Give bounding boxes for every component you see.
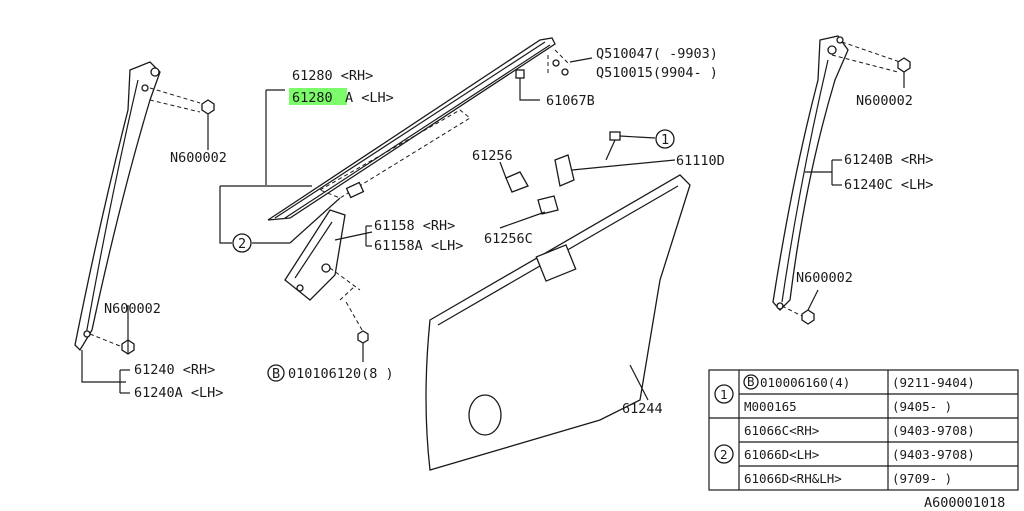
label-61256c: 61256C	[484, 231, 533, 247]
table-row-5-part: 61066D<RH&LH>	[744, 471, 842, 486]
label-61240b: 61240B <RH>	[844, 152, 933, 168]
left-nut-top	[149, 87, 215, 115]
reference-table: 1 2 B 010006160(4) (9211-9404) M000165 (…	[708, 369, 1019, 491]
table-row-3-range: (9403-9708)	[892, 423, 975, 438]
label-61280a-code: 61280	[292, 90, 333, 106]
label-010106120: 010106120(8 )	[288, 366, 394, 382]
table-row-2-part: M000165	[744, 399, 797, 414]
table-row-4-range: (9403-9708)	[892, 447, 975, 462]
b-marker-circle	[267, 364, 285, 382]
highlight-61280a	[289, 88, 347, 105]
callout-2-text: 2	[238, 236, 246, 252]
table-b-marker: B	[747, 374, 755, 389]
label-61158: 61158 <RH>	[374, 218, 455, 234]
label-61110d: 61110D	[676, 153, 725, 169]
right-nut-bottom	[781, 289, 819, 325]
table-row-3-part: 61066C<RH>	[744, 423, 819, 438]
table-b-marker-circle	[743, 374, 759, 390]
right-door-sash	[772, 35, 901, 311]
label-61158a: 61158A <LH>	[374, 238, 463, 254]
right-nut-top	[897, 57, 911, 88]
table-group-1-circle	[714, 384, 734, 404]
table-group-1: 1	[720, 387, 728, 402]
label-61280-rh: 61280 <RH>	[292, 68, 373, 84]
table-row-2-range: (9405- )	[892, 399, 952, 414]
table-row-1-part: 010006160(4)	[760, 375, 850, 390]
label-n600002-lower-left: N600002	[104, 301, 161, 317]
clip-61256c	[499, 195, 559, 229]
label-61067b: 61067B	[546, 93, 595, 109]
label-61240: 61240 <RH>	[134, 362, 215, 378]
label-q510047: Q510047( -9903)	[596, 46, 718, 62]
bolt-010106120	[344, 299, 369, 362]
table-row-5-range: (9709- )	[892, 471, 952, 486]
screw-callout-1	[605, 131, 656, 161]
weatherstrip-61280	[267, 37, 556, 221]
clip-61067b	[515, 49, 571, 101]
label-61256: 61256	[472, 148, 513, 164]
label-n600002-right-bottom: N600002	[796, 270, 853, 286]
b-marker-text: B	[272, 366, 280, 382]
label-61280a-suffix: A <LH>	[345, 90, 394, 106]
drawing-number: A600001018	[924, 495, 1005, 511]
callout-1-text: 1	[661, 132, 669, 148]
table-group-2-circle	[714, 444, 734, 464]
label-61244: 61244	[622, 401, 663, 417]
label-q510015: Q510015(9904- )	[596, 65, 718, 81]
label-n600002-right-top: N600002	[856, 93, 913, 109]
door-sealing-cover-61244	[425, 174, 691, 471]
label-61240c: 61240C <LH>	[844, 177, 933, 193]
clip-61110d	[554, 154, 676, 187]
table-group-2: 2	[720, 447, 728, 462]
table-row-1-range: (9211-9404)	[892, 375, 975, 390]
clip-61256	[499, 161, 529, 193]
callout-circle-2	[232, 233, 252, 253]
label-61240a: 61240A <LH>	[134, 385, 223, 401]
label-n600002-left: N600002	[170, 150, 227, 166]
callout-circle-1	[655, 129, 675, 149]
table-row-4-part: 61066D<LH>	[744, 447, 819, 462]
corner-bracket-61158	[284, 209, 361, 301]
